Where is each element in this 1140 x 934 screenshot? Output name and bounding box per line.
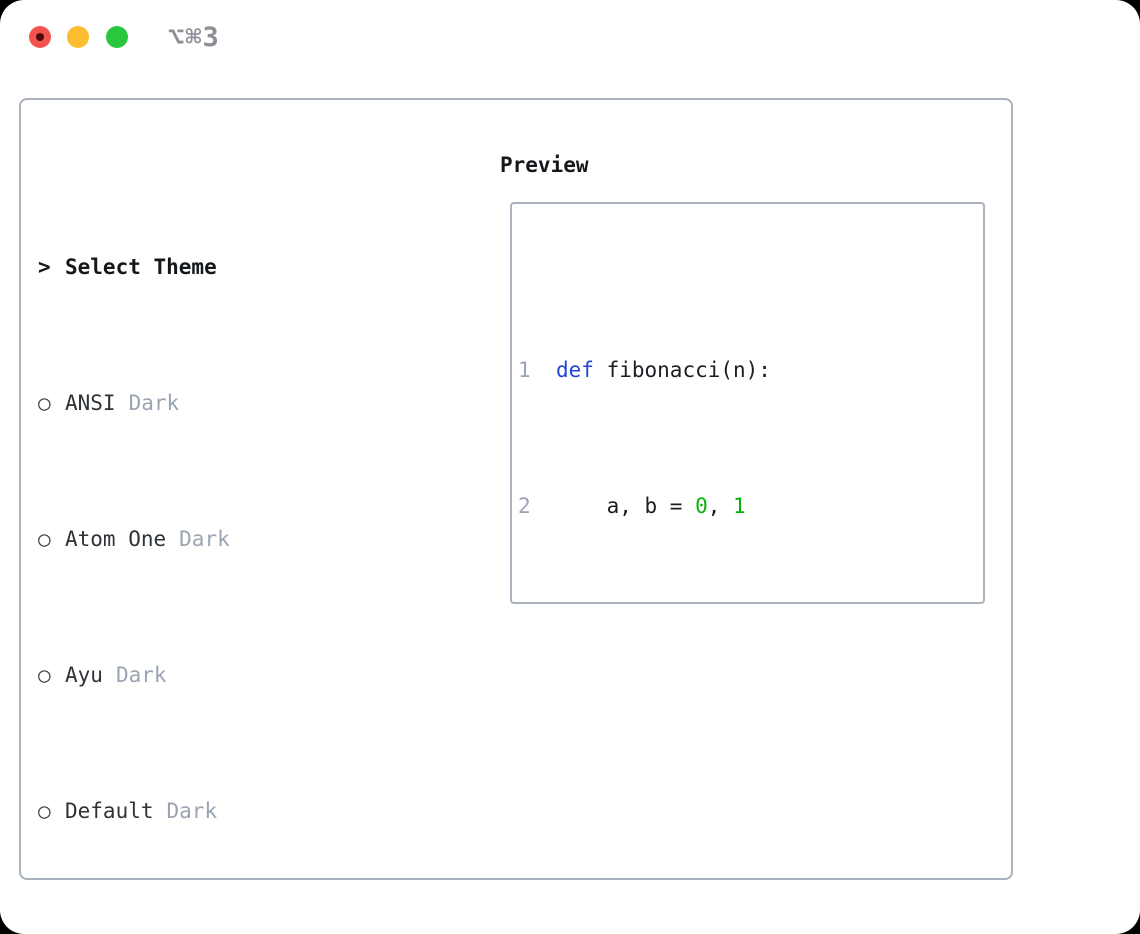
line-number: 2 — [518, 494, 531, 518]
theme-variant-tag: Dark — [115, 663, 167, 687]
code-token: , — [707, 494, 734, 518]
code-token: 0 — [695, 494, 708, 518]
code-line: 1 def fibonacci(n): — [518, 353, 983, 387]
theme-list-heading: > Select Theme — [38, 250, 392, 284]
code-token: def — [556, 358, 594, 382]
theme-option-atom-one-dark[interactable]: ○ Atom One Dark — [38, 522, 392, 556]
theme-name: Ayu — [65, 663, 103, 687]
zoom-button[interactable] — [106, 26, 128, 48]
minimize-button[interactable] — [67, 26, 89, 48]
line-number: 1 — [518, 358, 531, 382]
theme-option-ayu-dark[interactable]: ○ Ayu Dark — [38, 658, 392, 692]
theme-variant-tag: Dark — [166, 799, 218, 823]
radio-unselected-icon: ○ — [38, 663, 51, 687]
title-bar: ⌥⌘3 — [0, 0, 1140, 74]
theme-option-ansi-dark[interactable]: ○ ANSI Dark — [38, 386, 392, 420]
close-button[interactable] — [29, 26, 51, 48]
theme-option-default-dark[interactable]: ○ Default Dark — [38, 794, 392, 828]
radio-unselected-icon: ○ — [38, 799, 51, 823]
theme-variant-tag: Dark — [179, 527, 230, 551]
code-token: fibonacci(n): — [593, 358, 771, 382]
radio-unselected-icon: ○ — [38, 391, 51, 415]
theme-name: Atom One — [65, 527, 167, 551]
radio-unselected-icon: ○ — [38, 930, 65, 934]
preview-heading: Preview — [500, 153, 589, 177]
theme-name: ANSI — [65, 391, 116, 415]
focus-marker-icon: > — [38, 255, 51, 279]
code-token: a, b = — [556, 494, 696, 518]
radio-unselected-icon: ○ — [38, 527, 51, 551]
theme-option-dracula-dark[interactable]: ○DraculaDark — [38, 930, 392, 934]
theme-variant-tag: Dark — [128, 391, 180, 415]
theme-name: Default — [65, 799, 154, 823]
heading-label: Select Theme — [65, 255, 217, 279]
code-token: 1 — [733, 494, 746, 518]
keyboard-shortcut-label: ⌥⌘3 — [168, 22, 220, 53]
code-line: 2 a, b = 0, 1 — [518, 489, 983, 523]
